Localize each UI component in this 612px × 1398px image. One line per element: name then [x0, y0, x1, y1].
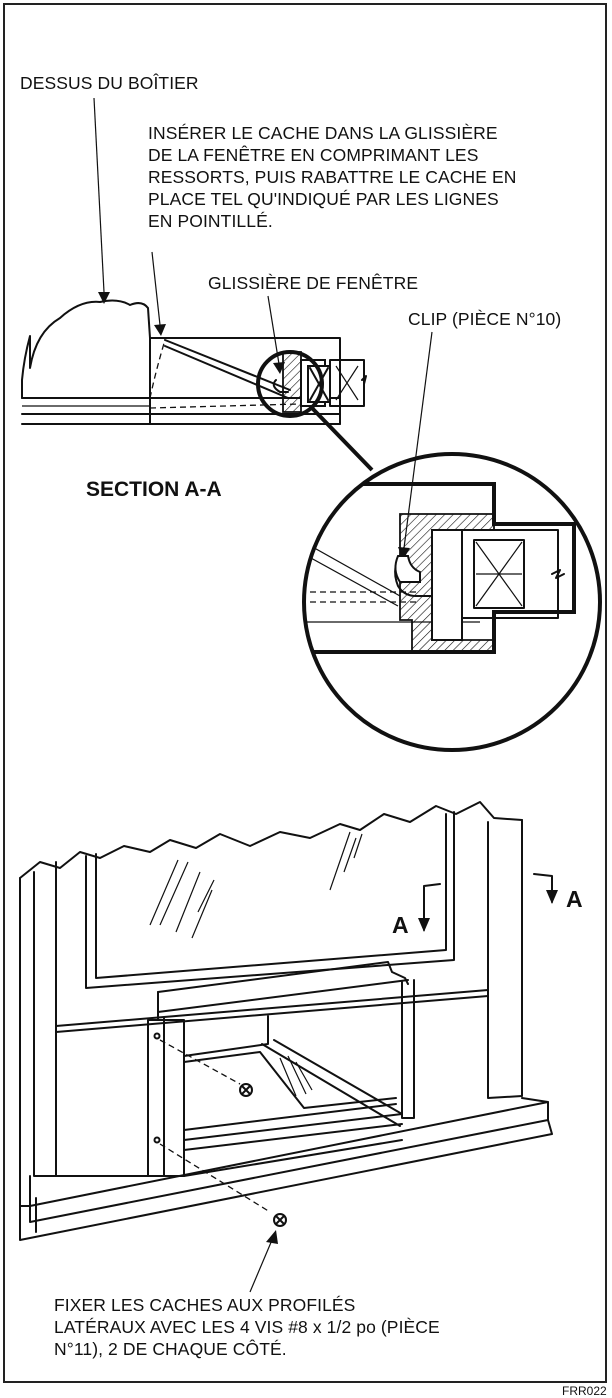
fix-instruction: FIXER LES CACHES AUX PROFILÉS LATÉRAUX A…	[54, 1294, 440, 1360]
section-marker-left: A	[392, 912, 409, 938]
insert-line-5: EN POINTILLÉ.	[148, 211, 273, 231]
insert-line-1: INSÉRER LE CACHE DANS LA GLISSIÈRE	[148, 123, 498, 143]
window-installation-view	[19, 801, 558, 1293]
insert-line-2: DE LA FENÊTRE EN COMPRIMANT LES	[148, 145, 479, 165]
housing-top	[21, 299, 151, 399]
figure-frame	[3, 3, 607, 1383]
fix-line-3: N°11), 2 DE CHAQUE CÔTÉ.	[54, 1339, 287, 1359]
detail-magnified	[302, 452, 602, 752]
window-rail-label: GLISSIÈRE DE FENÊTRE	[208, 273, 419, 293]
fix-line-1: FIXER LES CACHES AUX PROFILÉS	[54, 1295, 356, 1315]
figure-code: FRR022	[562, 1384, 607, 1398]
screw-upper-icon	[239, 1083, 253, 1097]
fix-line-2: LATÉRAUX AVEC LES 4 VIS #8 x 1/2 po (PIÈ…	[54, 1317, 440, 1337]
insert-line-3: RESSORTS, PUIS RABATTRE LE CACHE EN	[148, 167, 517, 187]
insert-line-4: PLACE TEL QU'INDIQUÉ PAR LES LIGNES	[148, 189, 499, 209]
box-top-label: DESSUS DU BOÎTIER	[20, 73, 199, 93]
insert-instruction: INSÉRER LE CACHE DANS LA GLISSIÈRE DE LA…	[148, 122, 578, 232]
section-marker-right: A	[566, 886, 583, 912]
section-title: SECTION A-A	[86, 478, 222, 501]
clip-label: CLIP (PIÈCE N°10)	[408, 309, 562, 329]
screw-lower-icon	[273, 1213, 287, 1227]
